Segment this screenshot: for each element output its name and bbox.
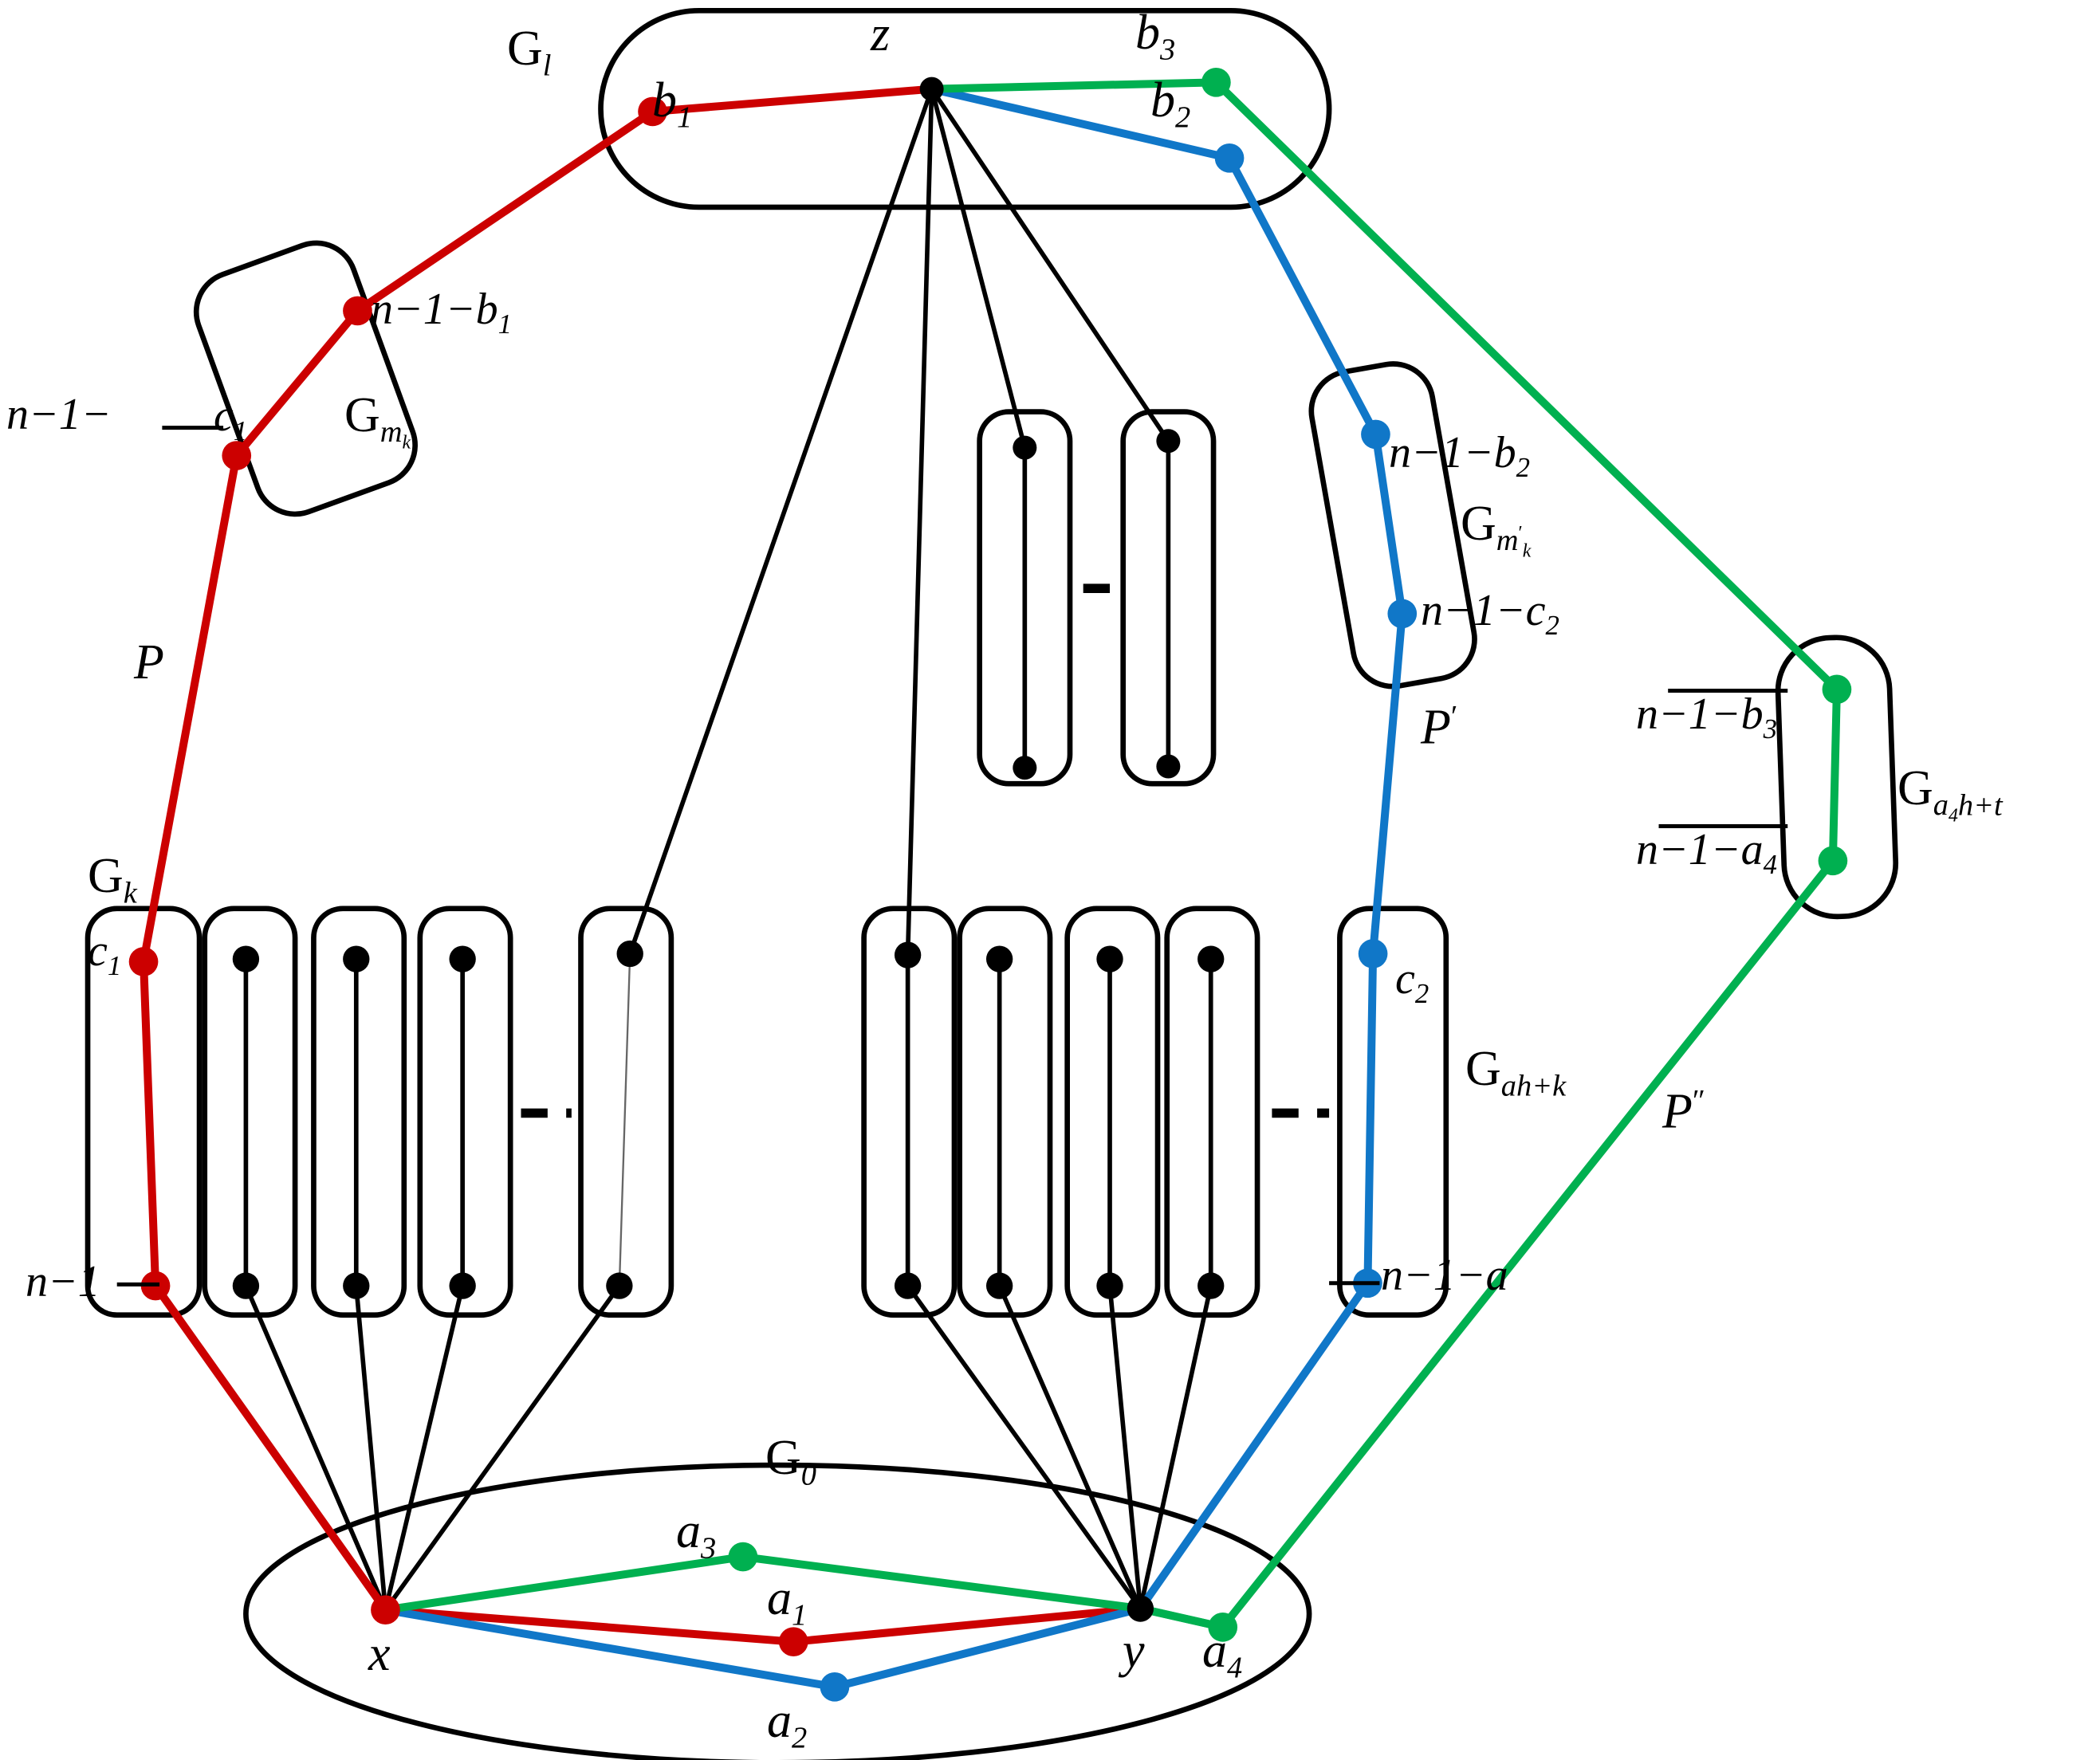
node-right1-top[interactable] — [894, 941, 922, 968]
label-y: y — [1123, 1624, 1145, 1678]
label-a2: a2 — [767, 1694, 808, 1755]
group-outlines — [85, 7, 1899, 1760]
node-left4-top[interactable] — [449, 945, 476, 972]
node-c1-in-Gk[interactable] — [128, 947, 159, 976]
label-leader-lines — [116, 426, 1788, 1287]
label-n-minus-1-minus-b2: n−1−b2 — [1389, 428, 1530, 484]
node-upper2-bot[interactable] — [1156, 754, 1181, 779]
node-a4[interactable] — [1208, 1613, 1238, 1642]
graph-nodes — [128, 67, 1852, 1702]
group-outline-left-4 — [417, 906, 513, 1318]
node-upper1-top[interactable] — [1013, 435, 1037, 460]
node-right3-top[interactable] — [1096, 945, 1123, 972]
node-a2[interactable] — [820, 1672, 850, 1702]
label-a4: a4 — [1202, 1624, 1243, 1685]
node-y[interactable] — [1127, 1595, 1154, 1622]
node-left2-top[interactable] — [232, 945, 260, 972]
label-Gl: Gl — [507, 22, 552, 83]
label-n-minus-1-minus-a4: n−1−a4 — [1636, 825, 1777, 881]
label-b2: b2 — [1150, 73, 1191, 135]
node-c2[interactable] — [1358, 939, 1388, 968]
group-outline-Gahk — [1337, 906, 1449, 1318]
group-outline-Gl — [598, 7, 1332, 210]
group-outline-Gk — [85, 906, 203, 1318]
label-n-minus-1-in-Gk: n−1 — [26, 1257, 100, 1306]
node-right4-bot[interactable] — [1197, 1272, 1225, 1299]
node-left3-bot[interactable] — [343, 1272, 370, 1299]
node-b1[interactable] — [638, 96, 667, 127]
node-right4-top[interactable] — [1197, 945, 1225, 972]
label-b1: b1 — [652, 73, 693, 135]
node-n-minus-1-minus-c2[interactable] — [1387, 599, 1418, 629]
node-right2-top[interactable] — [985, 945, 1013, 972]
label-G0: G0 — [765, 1431, 816, 1492]
node-right3-bot[interactable] — [1096, 1272, 1123, 1299]
node-c1-in-Gmk[interactable] — [222, 441, 252, 470]
label-a3: a3 — [676, 1504, 717, 1566]
group-outline-Gmkprime — [1308, 361, 1477, 689]
label-n-minus-1-minus-a: n−1−a — [1381, 1251, 1508, 1300]
group-outline-upper-2 — [1120, 409, 1217, 787]
label-P: P — [134, 635, 164, 689]
label-c1-in-Gk: c1 — [88, 926, 122, 982]
label-Gk: Gk — [88, 849, 137, 910]
group-outline-left-2 — [202, 906, 298, 1318]
node-left4-bot[interactable] — [449, 1272, 476, 1299]
group-outline-G0 — [243, 1462, 1312, 1760]
node-upper1-bot[interactable] — [1013, 756, 1037, 780]
dash-separators — [521, 583, 1330, 1118]
label-n-minus-1-minus-b3: n−1−b3 — [1636, 689, 1777, 745]
label-n-minus-1-prefix-c1: n−1− — [6, 390, 112, 439]
node-b3[interactable] — [1201, 67, 1231, 97]
node-n-minus-1-minus-b2[interactable] — [1361, 419, 1390, 450]
node-left2-bot[interactable] — [232, 1272, 260, 1299]
group-outline-right-2 — [957, 906, 1053, 1318]
node-left3-top[interactable] — [343, 945, 370, 972]
label-Pdoubleprime: P″ — [1662, 1084, 1705, 1139]
group-outline-Ga4ht — [1775, 634, 1899, 920]
label-z: z — [871, 7, 891, 61]
group-outline-left-5 — [578, 906, 674, 1318]
label-Ga4ht: Ga4h+t — [1897, 761, 2003, 827]
label-Gmkprime: Gm′k — [1461, 497, 1532, 563]
path-Pdoubleprime-polyline — [381, 78, 1841, 1632]
label-n-minus-1-minus-b1: n−1−b1 — [371, 285, 512, 340]
path-Pprime-polyline — [381, 84, 1406, 1691]
label-Gmk: Gmk — [344, 388, 411, 454]
node-n-minus-1-minus-b3[interactable] — [1822, 674, 1852, 705]
label-Gahk: Gah+k — [1465, 1042, 1567, 1103]
node-right2-bot[interactable] — [985, 1272, 1013, 1299]
node-n-minus-1-minus-b1[interactable] — [343, 296, 372, 326]
label-Pprime: P′ — [1421, 700, 1458, 755]
label-x: x — [368, 1627, 391, 1681]
node-n-minus-1-minus-a4[interactable] — [1818, 846, 1848, 876]
group-outline-right-4 — [1164, 906, 1260, 1318]
label-c2: c2 — [1395, 954, 1429, 1010]
node-upper2-top[interactable] — [1156, 429, 1181, 454]
label-n-minus-1-minus-c2: n−1−c2 — [1421, 586, 1559, 642]
node-a1[interactable] — [778, 1627, 808, 1657]
group-outline-Gmk — [193, 240, 418, 517]
label-b3: b3 — [1135, 6, 1176, 67]
label-c1-in-Gmk: c1 — [214, 391, 248, 447]
black-edges — [243, 86, 1213, 1613]
node-a3[interactable] — [728, 1542, 758, 1572]
node-x[interactable] — [371, 1595, 400, 1625]
group-outline-upper-1 — [977, 409, 1073, 787]
label-a1: a1 — [767, 1571, 808, 1632]
node-right1-bot[interactable] — [894, 1272, 922, 1299]
node-left5-bot[interactable] — [606, 1272, 633, 1299]
node-left5-top[interactable] — [616, 940, 643, 968]
node-b2[interactable] — [1214, 143, 1245, 173]
node-z[interactable] — [919, 77, 944, 101]
